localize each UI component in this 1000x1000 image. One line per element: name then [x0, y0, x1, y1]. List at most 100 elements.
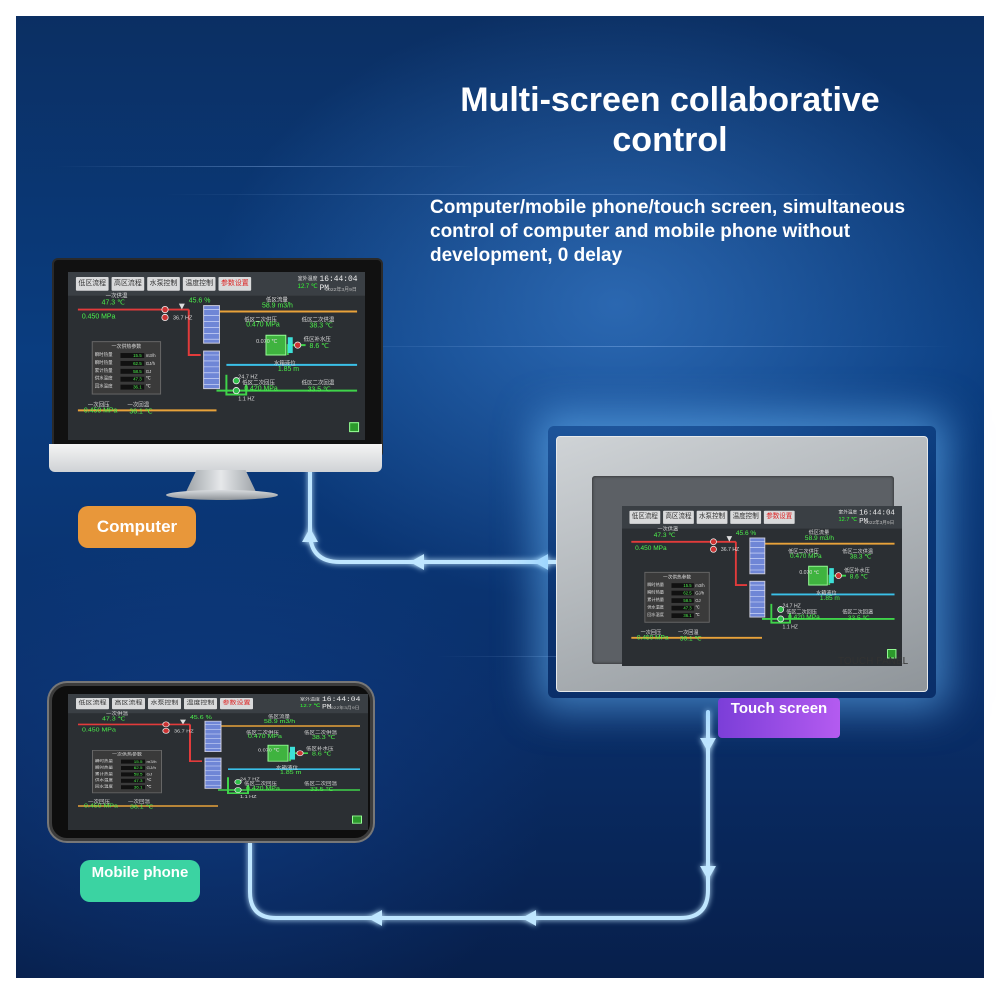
secondary-pump-2[interactable] [777, 615, 785, 623]
scada-tab-1[interactable]: 低区流程 [629, 510, 661, 524]
scada-tab-2[interactable]: 高区流程 [663, 510, 694, 524]
scada-tab-3[interactable]: 水泵控制 [696, 510, 728, 524]
row-unit: ℃ [146, 784, 152, 789]
low-supply-pressure-label: 低区二次供压 [788, 549, 819, 555]
scada-tab-4[interactable]: 温度控制 [730, 510, 762, 524]
confirm-button[interactable] [352, 815, 362, 824]
scada-tab-3[interactable]: 水泵控制 [147, 276, 180, 291]
mobile-phone-label: Mobile phone [80, 860, 200, 902]
row-value: 47.3 [121, 778, 145, 783]
primary-pump-1[interactable] [161, 305, 169, 314]
makeup-pump-frequency: 1.1 HZ [782, 624, 798, 631]
primary-return-pressure-value: 0.450 MPa [636, 634, 669, 642]
makeup-pressure-value: 0.070 ℃ [258, 748, 280, 754]
arrow-left [522, 910, 536, 926]
secondary-pump-1[interactable] [777, 606, 785, 613]
row-key: 瞬时热量 [94, 352, 113, 357]
row-unit: GJ/h [695, 590, 705, 595]
row-value: 36.1 [121, 784, 145, 789]
scada-tab-4[interactable]: 温度控制 [184, 698, 217, 710]
water-tank [265, 334, 287, 356]
scada-tab-1[interactable]: 低区流程 [76, 698, 109, 710]
low-supply-pressure-label: 低区二次供压 [246, 730, 280, 736]
outdoor-temp-value: 12.7 ℃ [300, 703, 321, 709]
scada-tab-5[interactable]: 参数设置 [218, 276, 252, 291]
primary-supply-temp-label: 一次供温 [106, 711, 129, 717]
connector-touch-to-computer [308, 460, 570, 564]
pump-loop-pipe [227, 777, 249, 795]
makeup-pressure-value: 0.070 ℃ [256, 339, 278, 346]
makeup-temp-value: 8.6 ℃ [309, 343, 329, 351]
secondary-pump-1[interactable] [234, 779, 242, 785]
makeup-pressure-value: 0.070 ℃ [799, 570, 820, 576]
scada-tab-5[interactable]: 参数设置 [220, 698, 253, 710]
scada-tab-3[interactable]: 水泵控制 [148, 698, 181, 710]
row-key: 回水温度 [94, 383, 113, 389]
scada-tab-5[interactable]: 参数设置 [763, 510, 795, 524]
touch-panel-brand: TOUCH PANEL [838, 656, 909, 667]
arrow-down [700, 738, 716, 752]
heat-table-title: 一次供热参数 [111, 344, 142, 351]
tank-level-label: 水箱液位 [816, 590, 837, 597]
light-streak [166, 194, 866, 195]
primary-return-temp-label: 一次回温 [127, 402, 150, 409]
low-return-pressure-label: 低区二次回压 [244, 782, 278, 787]
confirm-button[interactable] [887, 649, 897, 659]
makeup-pump[interactable] [294, 341, 302, 349]
primary-pump-2[interactable] [710, 545, 717, 553]
tank-level-value: 1.85 m [280, 770, 302, 776]
low-flow-label: 低区流量 [266, 297, 288, 304]
outdoor-temp-label: 室外温度 [300, 697, 321, 702]
date: 2022年3月9日 [328, 706, 360, 711]
primary-pump-1[interactable] [710, 538, 717, 546]
scada-diagram [77, 303, 358, 412]
row-value: 36.1 [120, 384, 144, 390]
monitor-base [166, 490, 278, 500]
control-valve[interactable] [726, 536, 733, 542]
confirm-button[interactable] [349, 422, 360, 433]
secondary-pump-2[interactable] [234, 787, 242, 793]
low-supply-temp-value: 38.3 ℃ [312, 734, 336, 741]
row-unit: ℃ [145, 375, 151, 381]
secondary-pump-1[interactable] [232, 377, 240, 385]
primary-return-pressure-label: 一次回压 [640, 630, 662, 636]
makeup-pressure-label: 低区补水压 [844, 568, 870, 574]
primary-supply-pressure-value: 0.450 MPa [635, 545, 667, 553]
arrow-down [700, 866, 716, 880]
control-valve[interactable] [180, 719, 186, 725]
computer-label: Computer [78, 506, 196, 548]
primary-supply-riser [187, 309, 201, 357]
secondary-pump-2[interactable] [232, 387, 240, 395]
primary-return-pressure-value: 0.450 MPa [84, 803, 118, 810]
makeup-pump[interactable] [296, 750, 304, 757]
low-supply-pressure-value: 0.470 MPa [248, 734, 282, 740]
scada-tab-2[interactable]: 高区流程 [112, 698, 145, 710]
scada-tab-1[interactable]: 低区流程 [75, 276, 109, 291]
low-return-temp-value: 33.5 ℃ [307, 386, 331, 394]
primary-pump-2[interactable] [162, 727, 170, 734]
heat-table-title: 一次供热参数 [111, 752, 142, 758]
scada-tab-2[interactable]: 高区流程 [111, 276, 145, 291]
control-valve[interactable] [178, 303, 185, 310]
primary-pump-2[interactable] [161, 313, 169, 322]
scada-tab-4[interactable]: 温度控制 [182, 276, 216, 291]
makeup-pump[interactable] [835, 572, 842, 580]
row-key: 供水温度 [647, 604, 664, 610]
pump-loop-pipe [770, 603, 791, 624]
primary-pump-1[interactable] [162, 721, 170, 728]
